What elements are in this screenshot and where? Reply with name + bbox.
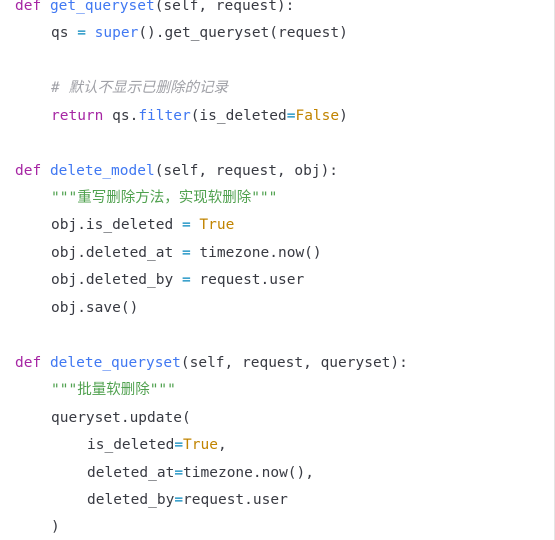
- code-text: (self, request):: [154, 0, 295, 14]
- code-text: queryset.update(: [51, 410, 191, 426]
- code-text: is_deleted: [87, 437, 175, 453]
- code-text: ): [51, 519, 60, 535]
- constant-false: False: [295, 108, 340, 124]
- code-text: [86, 25, 95, 41]
- function-name: delete_model: [49, 163, 155, 179]
- code-text: qs: [51, 25, 78, 41]
- code-text: request.user: [183, 492, 288, 508]
- constant-true: True: [183, 437, 218, 453]
- code-text: qs.: [103, 108, 139, 124]
- builtin-filter: filter: [138, 108, 191, 124]
- code-docstring: """批量软删除""": [51, 382, 176, 398]
- keyword-return: return: [51, 108, 104, 124]
- code-text: obj.deleted_at: [51, 245, 182, 261]
- code-line-comment: # 默认不显示已删除的记录: [51, 76, 228, 100]
- code-line-kwarg-deleted-by: deleted_by=request.user: [87, 488, 288, 512]
- code-line-docstring: """重写删除方法，实现软删除""": [51, 186, 277, 210]
- operator: =: [77, 25, 86, 41]
- code-line-deleted-at: obj.deleted_at = timezone.now(): [51, 241, 322, 265]
- code-line-qs-assign: qs = super().get_queryset(request): [51, 21, 348, 45]
- code-line-update-close: ): [51, 515, 60, 539]
- code-line-def-delete-model: def delete_model(self, request, obj):: [15, 159, 338, 183]
- code-line-deleted-by: obj.deleted_by = request.user: [51, 268, 304, 292]
- operator: =: [174, 492, 184, 508]
- code-text: (is_deleted: [190, 108, 287, 124]
- keyword-def: def: [15, 0, 42, 14]
- code-line-def-delete-queryset: def delete_queryset(self, request, query…: [15, 351, 408, 375]
- operator: =: [174, 465, 184, 481]
- code-text: timezone.now(): [190, 245, 322, 261]
- code-line-return-filter: return qs.filter(is_deleted=False): [51, 104, 348, 128]
- function-name: get_queryset: [49, 0, 155, 14]
- code-text: deleted_by: [87, 492, 175, 508]
- operator: =: [181, 245, 191, 261]
- code-line-kwarg-is-deleted: is_deleted=True,: [87, 433, 227, 457]
- code-text: obj.save(): [51, 300, 139, 316]
- keyword-def: def: [15, 355, 42, 371]
- code-text: request.user: [190, 272, 305, 288]
- operator: =: [286, 108, 296, 124]
- code-text: ,: [217, 437, 227, 453]
- code-line-docstring: """批量软删除""": [51, 378, 176, 402]
- code-text: deleted_at: [87, 465, 175, 481]
- code-text: (self, request, queryset):: [180, 355, 408, 371]
- code-line-kwarg-deleted-at: deleted_at=timezone.now(),: [87, 461, 314, 485]
- operator: =: [174, 437, 184, 453]
- constant-true: True: [199, 217, 235, 233]
- code-text: obj.is_deleted: [51, 217, 182, 233]
- code-text: ): [339, 108, 348, 124]
- code-line-def-get-queryset: def get_queryset(self, request):: [15, 0, 294, 18]
- code-text: timezone.now(),: [183, 465, 314, 481]
- code-text: (self, request, obj):: [154, 163, 339, 179]
- code-text: obj.deleted_by: [51, 272, 182, 288]
- keyword-def: def: [15, 163, 42, 179]
- code-line-save: obj.save(): [51, 296, 138, 320]
- builtin-super: super: [94, 25, 139, 41]
- function-name: delete_queryset: [49, 355, 181, 371]
- code-text: ().get_queryset(request): [138, 25, 348, 41]
- code-comment: # 默认不显示已删除的记录: [51, 80, 228, 96]
- code-docstring: """重写删除方法，实现软删除""": [51, 190, 278, 206]
- operator: =: [181, 272, 191, 288]
- code-line-update-open: queryset.update(: [51, 406, 191, 430]
- operator: =: [181, 217, 191, 233]
- code-line-is-deleted: obj.is_deleted = True: [51, 213, 234, 237]
